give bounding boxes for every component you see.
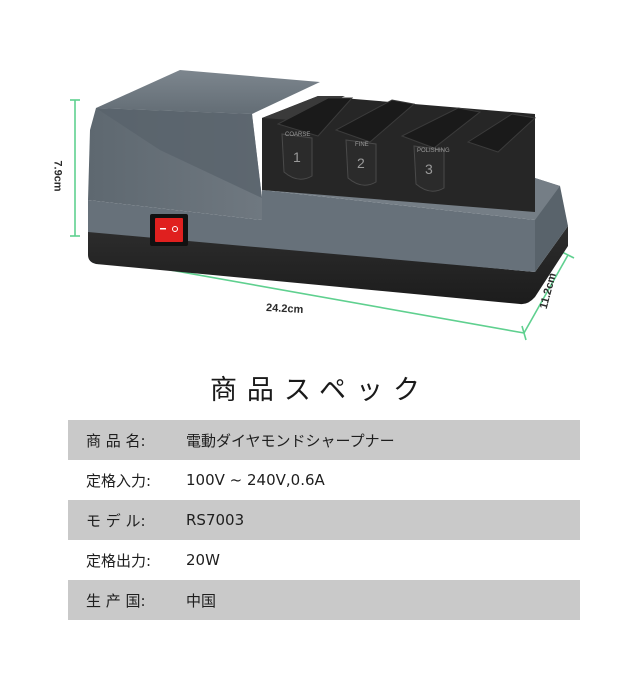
slot-ribs [276, 97, 537, 153]
spec-label: 定格入力: [86, 471, 152, 490]
spec-title: 商品スペック [209, 375, 431, 406]
slot-block [262, 96, 535, 212]
slot-numbers: 1 2 3 [293, 149, 433, 177]
spec-label: 商 品 名: [86, 431, 146, 450]
spec-value: 20W [186, 551, 220, 569]
slot-guides [281, 133, 445, 192]
spec-row-rated-output: 定格出力: 20W [68, 540, 580, 580]
spec-row-product-name: 商 品 名: 電動ダイヤモンドシャープナー [68, 420, 580, 460]
slot-label-coarse: COARSE [285, 132, 310, 138]
width-dimension-label: 24.2cm [265, 302, 304, 316]
switch-on-mark [160, 228, 166, 230]
spec-row-country: 生 产 国: 中国 [68, 580, 580, 620]
spec-value: 電動ダイヤモンドシャープナー [186, 431, 395, 450]
spec-row-model: モ デ ル: RS7003 [68, 500, 580, 540]
spec-value: RS7003 [186, 511, 245, 529]
height-dimension-label: 7.9cm [51, 160, 64, 192]
base-shadow [88, 200, 568, 305]
spec-label: 定格出力: [86, 551, 152, 570]
housing-facet [96, 108, 262, 198]
product-illustration: COARSE FINE POLISHING 1 2 3 [70, 70, 575, 341]
spec-value: 中国 [186, 591, 217, 610]
power-switch[interactable] [150, 214, 188, 246]
housing-top [96, 70, 320, 114]
switch-off-mark [172, 226, 178, 232]
slot-label-polishing: POLISHING [417, 148, 450, 154]
spec-value: 100V ~ 240V,0.6A [186, 471, 325, 489]
slot-number-2: 2 [357, 155, 365, 171]
housing-front [88, 190, 535, 272]
spec-label: モ デ ル: [86, 511, 146, 530]
spec-row-rated-input: 定格入力: 100V ~ 240V,0.6A [68, 460, 580, 500]
spec-table: 商 品 名: 電動ダイヤモンドシャープナー 定格入力: 100V ~ 240V,… [68, 420, 580, 620]
spec-label: 生 产 国: [86, 591, 146, 610]
slot-label-fine: FINE [355, 142, 369, 148]
slot-number-1: 1 [293, 149, 301, 165]
slot-number-3: 3 [425, 161, 433, 177]
slot-labels: COARSE FINE POLISHING [285, 132, 450, 154]
